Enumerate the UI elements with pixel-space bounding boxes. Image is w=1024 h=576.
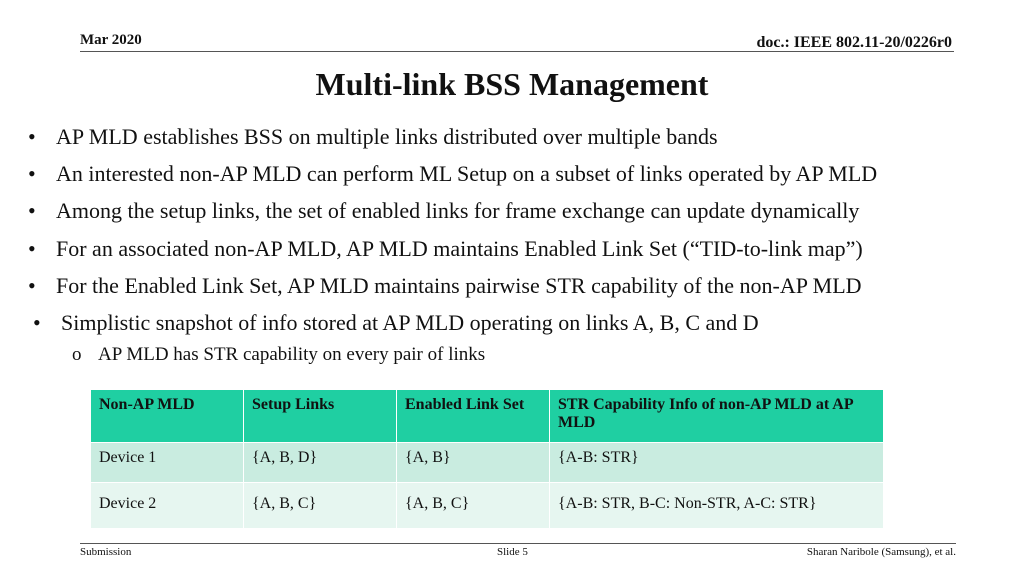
footer-divider — [80, 543, 956, 544]
bullet-text: For an associated non-AP MLD, AP MLD mai… — [56, 235, 863, 261]
bullet-dot-icon: • — [28, 235, 36, 261]
bullet-item: • Among the setup links, the set of enabl… — [28, 192, 1024, 229]
slide-title: Multi-link BSS Management — [315, 66, 709, 102]
bullet-item: • AP MLD establishes BSS on multiple link… — [28, 118, 1024, 155]
header-divider — [80, 51, 954, 52]
table-header-cell: Non-AP MLD — [90, 389, 244, 443]
bullet-item: • Simplistic snapshot of info stored at A… — [28, 304, 1024, 341]
mld-info-table: Non-AP MLD Setup Links Enabled Link Set … — [90, 389, 884, 529]
footer-submission: Submission — [80, 546, 132, 558]
header-doc-id: doc.: IEEE 802.11-20/0226r0 — [756, 34, 952, 51]
table-cell: {A, B, C} — [396, 482, 550, 529]
table-cell: Device 2 — [90, 482, 244, 529]
sub-bullet: o AP MLD has STR capability on every pair… — [72, 344, 485, 366]
table-cell: {A, B} — [396, 442, 550, 483]
table-row: Device 2 {A, B, C} {A, B, C} {A-B: STR, … — [90, 482, 884, 529]
table-cell: {A-B: STR} — [549, 442, 884, 483]
footer-slide-number: Slide 5 — [497, 546, 528, 558]
bullet-dot-icon: • — [28, 272, 36, 298]
bullet-text: An interested non-AP MLD can perform ML … — [56, 161, 878, 187]
bullet-item: • For an associated non-AP MLD, AP MLD ma… — [28, 230, 1024, 267]
footer-authors: Sharan Naribole (Samsung), et al. — [806, 546, 956, 558]
table-cell: {A, B, D} — [243, 442, 397, 483]
bullet-dot-icon: • — [33, 310, 41, 336]
sub-bullet-text: AP MLD has STR capability on every pair … — [98, 344, 486, 365]
bullet-dot-icon: • — [28, 198, 36, 224]
bullet-text: For the Enabled Link Set, AP MLD maintai… — [56, 272, 862, 298]
bullet-item: • An interested non-AP MLD can perform ML… — [28, 155, 1024, 192]
table-header-cell: STR Capability Info of non-AP MLD at AP … — [549, 389, 884, 443]
table-header-cell: Setup Links — [243, 389, 397, 443]
table-header-row: Non-AP MLD Setup Links Enabled Link Set … — [90, 389, 884, 443]
header-date: Mar 2020 — [80, 32, 142, 48]
table-header-cell: Enabled Link Set — [396, 389, 550, 443]
table-cell: {A, B, C} — [243, 482, 397, 529]
bullet-item: • For the Enabled Link Set, AP MLD mainta… — [28, 267, 1024, 304]
bullet-text: AP MLD establishes BSS on multiple links… — [56, 124, 718, 149]
table-cell: {A-B: STR, B-C: Non-STR, A-C: STR} — [549, 482, 884, 529]
bullet-text: Simplistic snapshot of info stored at AP… — [61, 310, 759, 336]
bullet-dot-icon: • — [28, 124, 36, 149]
table-cell: Device 1 — [90, 442, 244, 483]
table-row: Device 1 {A, B, D} {A, B} {A-B: STR} — [90, 442, 884, 483]
sub-bullet-icon: o — [72, 344, 82, 365]
bullet-dot-icon: • — [28, 161, 36, 187]
bullet-text: Among the setup links, the set of enable… — [56, 198, 860, 224]
bullet-list: • AP MLD establishes BSS on multiple link… — [28, 118, 1024, 341]
